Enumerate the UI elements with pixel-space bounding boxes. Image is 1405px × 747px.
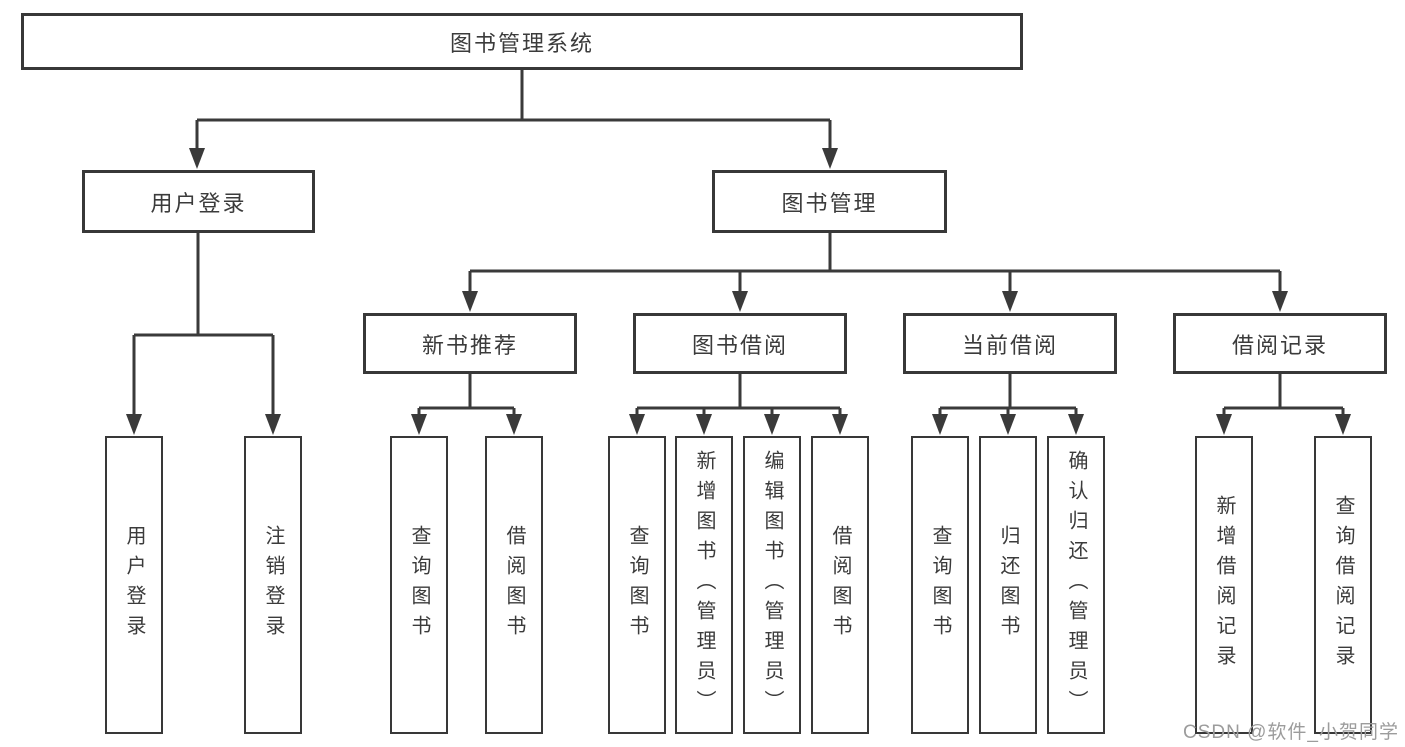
node-label: 注销登录: [262, 525, 284, 645]
node-borrowing-records: 借阅记录: [1173, 313, 1387, 374]
node-label: 归还图书: [997, 525, 1019, 645]
node-label: 当前借阅: [961, 332, 1058, 358]
node-label: 借阅记录: [1231, 332, 1328, 358]
leaf-confirm-return-admin: 确认归还（管理员）: [1047, 436, 1105, 734]
node-label: 图书管理: [781, 190, 878, 216]
node-label: 查询借阅记录: [1332, 495, 1354, 675]
node-label: 编辑图书（管理员）: [761, 450, 783, 720]
csdn-watermark: CSDN @软件_小贺同学: [1183, 722, 1399, 743]
leaf-edit-book-admin: 编辑图书（管理员）: [743, 436, 801, 734]
node-current-borrowing: 当前借阅: [903, 313, 1117, 374]
node-label: 查询图书: [626, 525, 648, 645]
node-book-management: 图书管理: [712, 170, 947, 233]
node-label: 查询图书: [929, 525, 951, 645]
node-label: 确认归还（管理员）: [1065, 450, 1087, 720]
node-label: 新增借阅记录: [1213, 495, 1235, 675]
node-book-borrowing: 图书借阅: [633, 313, 847, 374]
leaf-query-borrow-record: 查询借阅记录: [1314, 436, 1372, 734]
node-library-management-system: 图书管理系统: [21, 13, 1023, 70]
leaf-return-book: 归还图书: [979, 436, 1037, 734]
leaf-query-books-recommend: 查询图书: [390, 436, 448, 734]
node-label: 图书管理系统: [449, 30, 594, 56]
node-label: 新增图书（管理员）: [693, 450, 715, 720]
leaf-borrow-books-borrowing: 借阅图书: [811, 436, 869, 734]
leaf-logout: 注销登录: [244, 436, 302, 734]
leaf-query-books-borrowing: 查询图书: [608, 436, 666, 734]
node-label: 新书推荐: [421, 332, 518, 358]
node-label: 用户登录: [150, 190, 247, 216]
leaf-user-login: 用户登录: [105, 436, 163, 734]
node-new-book-recommend: 新书推荐: [363, 313, 577, 374]
leaf-borrow-books-recommend: 借阅图书: [485, 436, 543, 734]
node-label: 图书借阅: [691, 332, 788, 358]
leaf-query-books-current: 查询图书: [911, 436, 969, 734]
node-label: 用户登录: [123, 525, 145, 645]
leaf-add-book-admin: 新增图书（管理员）: [675, 436, 733, 734]
leaf-add-borrow-record: 新增借阅记录: [1195, 436, 1253, 734]
node-label: 查询图书: [408, 525, 430, 645]
node-label: 借阅图书: [829, 525, 851, 645]
node-label: 借阅图书: [503, 525, 525, 645]
node-user-login: 用户登录: [82, 170, 315, 233]
